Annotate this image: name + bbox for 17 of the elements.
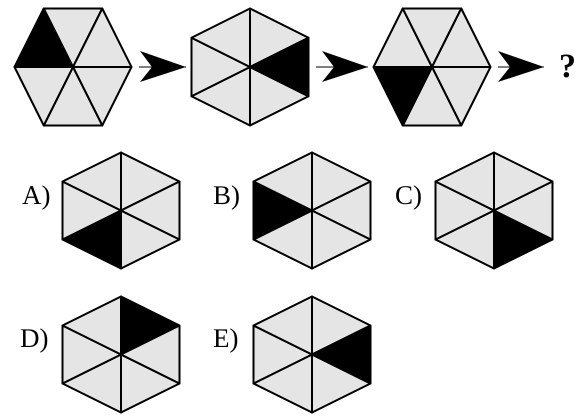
option-label: B) [213, 182, 240, 209]
hexagon-figure [434, 151, 554, 270]
arrow [316, 51, 368, 82]
arrow [138, 51, 186, 82]
option-label: E) [213, 325, 238, 352]
arrow [498, 51, 544, 82]
hexagon-figure [190, 7, 310, 127]
option-label: D) [20, 325, 48, 352]
option-label: A) [22, 182, 50, 209]
hexagon-figure [13, 7, 133, 127]
hexagon-figure [61, 295, 181, 414]
hexagon-figure [252, 151, 372, 270]
hexagon-figure [61, 151, 181, 270]
hexagon-figure [252, 295, 372, 414]
question-mark: ? [544, 48, 576, 86]
hexagon-figure [372, 7, 492, 127]
option-label: C) [395, 182, 422, 209]
